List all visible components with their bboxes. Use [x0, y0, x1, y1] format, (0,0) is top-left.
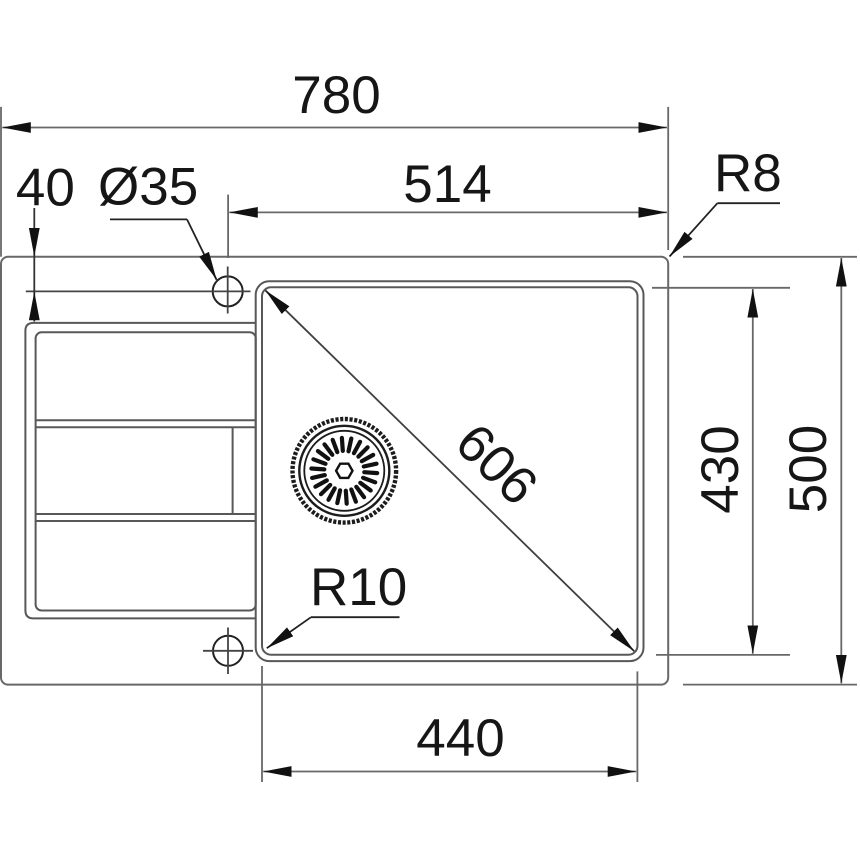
svg-text:R10: R10	[310, 558, 407, 617]
svg-text:R8: R8	[714, 144, 782, 203]
svg-text:500: 500	[779, 425, 838, 513]
svg-text:440: 440	[416, 709, 504, 768]
svg-text:430: 430	[691, 425, 750, 513]
svg-text:606: 606	[444, 413, 549, 517]
svg-text:514: 514	[403, 155, 491, 214]
svg-text:Ø35: Ø35	[98, 158, 198, 217]
svg-text:780: 780	[292, 66, 380, 125]
svg-text:40: 40	[16, 159, 75, 218]
